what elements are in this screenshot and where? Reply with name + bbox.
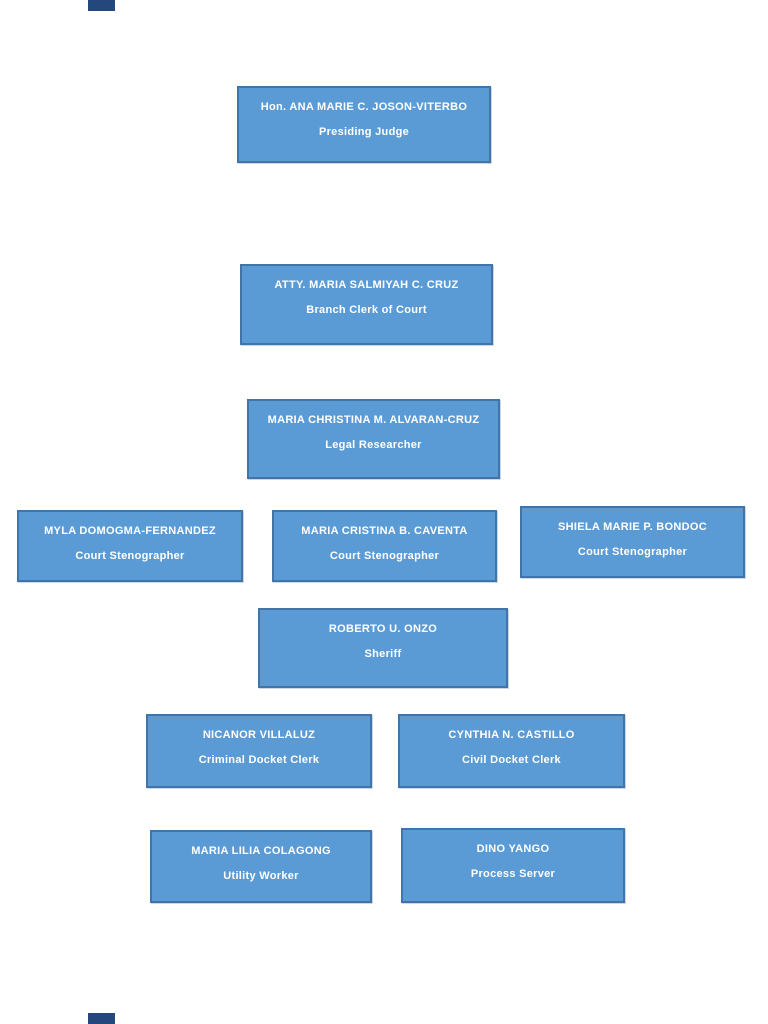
person-name: DINO YANGO	[476, 843, 550, 855]
org-node-legal-researcher: MARIA CHRISTINA M. ALVARAN-CRUZ Legal Res…	[247, 399, 500, 479]
person-title: Presiding Judge	[318, 126, 410, 138]
adjacent-page-sliver-bottom	[88, 1013, 115, 1024]
person-name: ATTY. MARIA SALMIYAH C. CRUZ	[274, 279, 459, 291]
org-node-stenographer-3: SHIELA MARIE P. BONDOC Court Stenographer	[520, 506, 745, 578]
org-node-stenographer-2: MARIA CRISTINA B. CAVENTA Court Stenograp…	[272, 510, 497, 582]
person-title: Criminal Docket Clerk	[198, 754, 320, 766]
person-title: Court Stenographer	[75, 550, 185, 562]
person-title: Process Server	[470, 868, 556, 880]
person-name: MARIA LILIA COLAGONG	[191, 845, 331, 857]
org-node-presiding-judge: Hon. ANA MARIE C. JOSON-VITERBO Presiding…	[237, 86, 491, 163]
person-name: Hon. ANA MARIE C. JOSON-VITERBO	[260, 101, 468, 113]
org-node-process-server: DINO YANGO Process Server	[401, 828, 625, 903]
person-title: Sheriff	[364, 648, 402, 660]
org-node-branch-clerk: ATTY. MARIA SALMIYAH C. CRUZ Branch Clerk…	[240, 264, 493, 345]
person-name: MYLA DOMOGMA-FERNANDEZ	[44, 525, 216, 537]
person-title: Civil Docket Clerk	[462, 754, 561, 766]
person-title: Court Stenographer	[577, 546, 688, 558]
person-name: ROBERTO U. ONZO	[328, 623, 438, 635]
person-title: Court Stenographer	[329, 550, 440, 562]
person-name: MARIA CRISTINA B. CAVENTA	[301, 525, 468, 537]
org-node-civil-docket-clerk: CYNTHIA N. CASTILLO Civil Docket Clerk	[398, 714, 625, 788]
person-title: Branch Clerk of Court	[306, 304, 427, 316]
person-name: SHIELA MARIE P. BONDOC	[557, 521, 707, 533]
person-name: CYNTHIA N. CASTILLO	[448, 729, 575, 741]
person-title: Legal Researcher	[325, 439, 422, 451]
person-name: MARIA CHRISTINA M. ALVARAN-CRUZ	[267, 414, 480, 426]
person-title: Utility Worker	[223, 870, 299, 882]
person-name: NICANOR VILLALUZ	[202, 729, 316, 741]
org-node-sheriff: ROBERTO U. ONZO Sheriff	[258, 608, 508, 688]
org-node-criminal-docket-clerk: NICANOR VILLALUZ Criminal Docket Clerk	[146, 714, 372, 788]
adjacent-page-sliver-top	[88, 0, 115, 11]
org-node-utility-worker: MARIA LILIA COLAGONG Utility Worker	[150, 830, 372, 903]
org-node-stenographer-1: MYLA DOMOGMA-FERNANDEZ Court Stenographer	[17, 510, 243, 582]
